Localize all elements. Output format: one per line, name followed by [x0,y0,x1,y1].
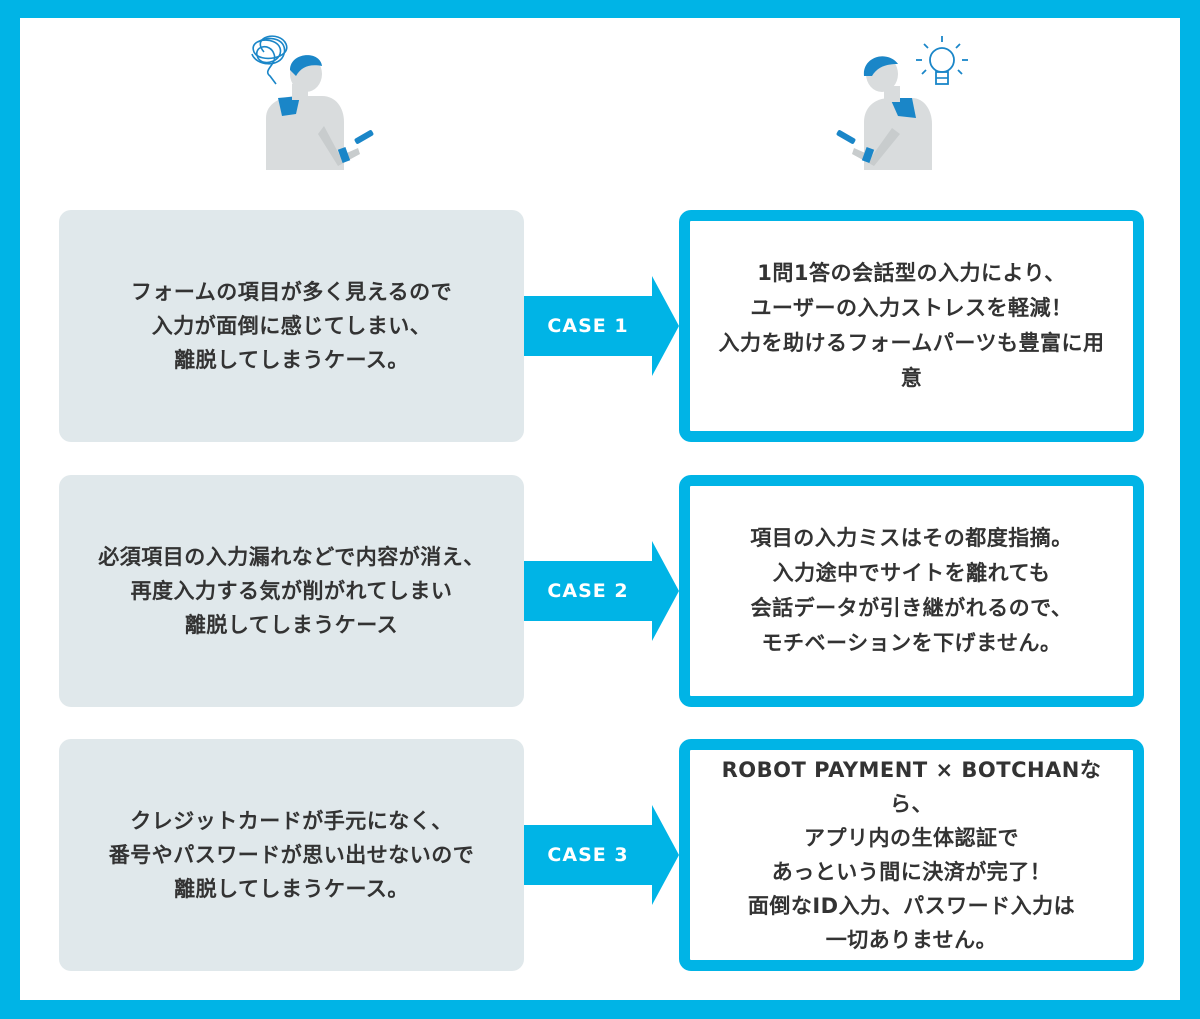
case-arrow-1: CASE 1 [524,276,679,376]
case-label: CASE 1 [547,315,629,337]
solution-text: ROBOT PAYMENT × BOTCHANな ら、 アプリ内の生体認証で あ… [721,758,1102,952]
problem-text: フォームの項目が多く見えるので 入力が面倒に感じてしまい、 離脱してしまうケース… [130,280,453,372]
case-label: CASE 2 [547,580,629,602]
solution-box-case-3: ROBOT PAYMENT × BOTCHANな ら、 アプリ内の生体認証で あ… [679,739,1144,971]
case-arrow-3: CASE 3 [524,805,679,905]
problem-text: クレジットカードが手元になく、 番号やパスワードが思い出せないので 離脱してしま… [108,809,475,901]
case-label: CASE 3 [547,844,629,866]
solution-text: 項目の入力ミスはその都度指摘。 入力途中でサイトを離れても 会話データが引き継が… [750,526,1073,655]
problem-box-case-3: クレジットカードが手元になく、 番号やパスワードが思い出せないので 離脱してしま… [59,739,524,971]
case-arrow-2: CASE 2 [524,541,679,641]
solution-text: 1問1答の会話型の入力により、 ユーザーの入力ストレスを軽減！ 入力を助けるフォ… [718,261,1105,390]
problem-box-case-2: 必須項目の入力漏れなどで内容が消え、 再度入力する気が削がれてしまい 離脱してし… [59,475,524,707]
solution-box-case-2: 項目の入力ミスはその都度指摘。 入力途中でサイトを離れても 会話データが引き継が… [679,475,1144,707]
solution-box-case-1: 1問1答の会話型の入力により、 ユーザーの入力ストレスを軽減！ 入力を助けるフォ… [679,210,1144,442]
idea-person-icon [808,30,978,175]
problem-text: 必須項目の入力漏れなどで内容が消え、 再度入力する気が削がれてしまい 離脱してし… [98,545,485,637]
problem-box-case-1: フォームの項目が多く見えるので 入力が面倒に感じてしまい、 離脱してしまうケース… [59,210,524,442]
confused-person-icon [240,30,380,175]
